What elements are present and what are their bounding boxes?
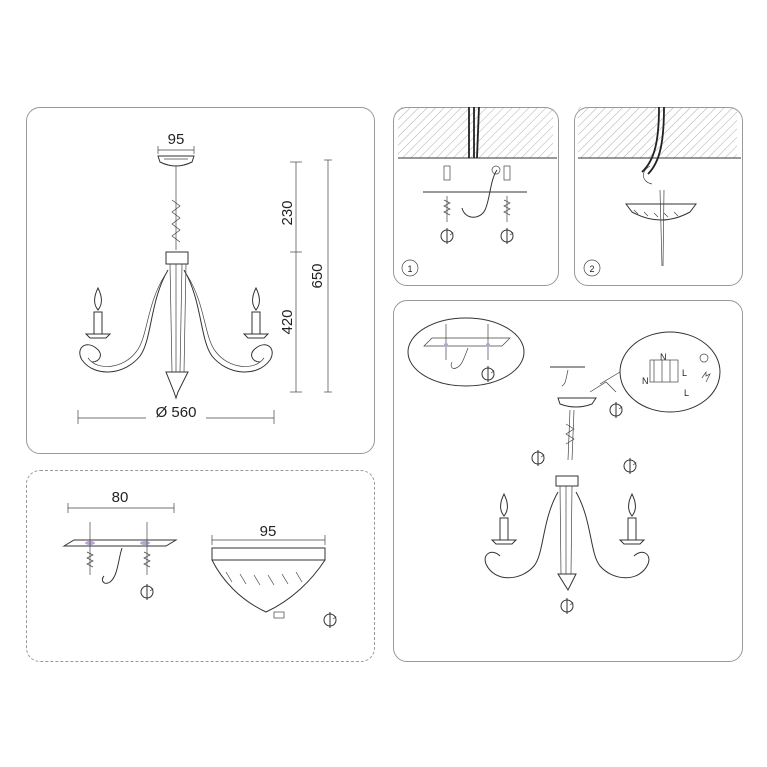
dim-lower-height: 420 [279, 309, 296, 334]
bracket-canopy-panel [26, 470, 375, 662]
dim-total-height: 650 [309, 263, 326, 288]
wire-label-l2: L [684, 388, 689, 398]
chandelier-front-view [79, 155, 273, 400]
assembly-rotate-icon-2 [531, 449, 545, 467]
bracket-drawing: 80 [62, 489, 178, 601]
assembly-rotate-icon-1 [609, 401, 623, 419]
step-2-number: 2 [589, 264, 594, 274]
terminal-block [649, 359, 679, 383]
finial [165, 371, 189, 400]
dim-upper-height: 230 [279, 200, 296, 225]
main-dimension-panel [26, 107, 375, 454]
power-cables [468, 106, 480, 159]
chain [171, 166, 181, 250]
wire-label-n2: N [642, 376, 649, 386]
assembly-right-arm [575, 491, 650, 579]
bracket-plate [62, 539, 178, 547]
wire-label-n1: N [660, 352, 667, 362]
rotate-icon-right [500, 227, 514, 245]
bracket-detail-bubble [407, 317, 525, 387]
step-1-number: 1 [407, 264, 412, 274]
dim-canopy-width: 95 [168, 131, 185, 148]
body-rods [169, 263, 187, 373]
screw-left [443, 165, 451, 222]
screw-right [503, 165, 511, 222]
canopy-rotate-icon [323, 611, 337, 629]
body-top [165, 251, 189, 265]
hook [461, 169, 498, 218]
left-candle [85, 287, 111, 339]
canopy-shape [157, 155, 195, 167]
chain-2 [659, 189, 665, 267]
assembly-left-arm [484, 491, 559, 579]
hazard-icon [701, 370, 711, 383]
main-dimensions: 95 230 420 650 Ø 560 [77, 131, 332, 424]
hook-2 [643, 165, 653, 185]
right-arm [183, 269, 273, 373]
assembly-panel [393, 300, 743, 662]
left-arm [79, 269, 169, 373]
power-cables-2 [641, 106, 665, 175]
detail-rotate-icon [481, 365, 495, 383]
dim-bracket-width: 80 [112, 489, 129, 506]
canopy-drawing: 95 [211, 523, 337, 629]
canopy-bowl [211, 559, 326, 613]
canopy-2 [625, 203, 697, 221]
step-2-illustration: 2 [578, 106, 741, 277]
rotate-icon-left [440, 227, 454, 245]
right-candle [243, 287, 269, 339]
assembly-illustration: N L N L [407, 317, 721, 615]
step-1-illustration: 1 [398, 106, 557, 277]
dim-canopy-width-detail: 95 [260, 523, 277, 540]
wire-label-l1: L [682, 368, 687, 378]
assembly-canopy [557, 397, 597, 408]
bracket-rotate-icon [140, 583, 154, 601]
bracket-hook [101, 547, 123, 584]
ground-icon [699, 353, 709, 363]
assembly-right-candle [619, 493, 645, 545]
assembly-left-candle [491, 493, 517, 545]
dim-diameter: Ø 560 [156, 404, 197, 421]
assembly-rotate-icon-3 [623, 457, 637, 475]
assembly-rotate-icon-4 [560, 597, 574, 615]
